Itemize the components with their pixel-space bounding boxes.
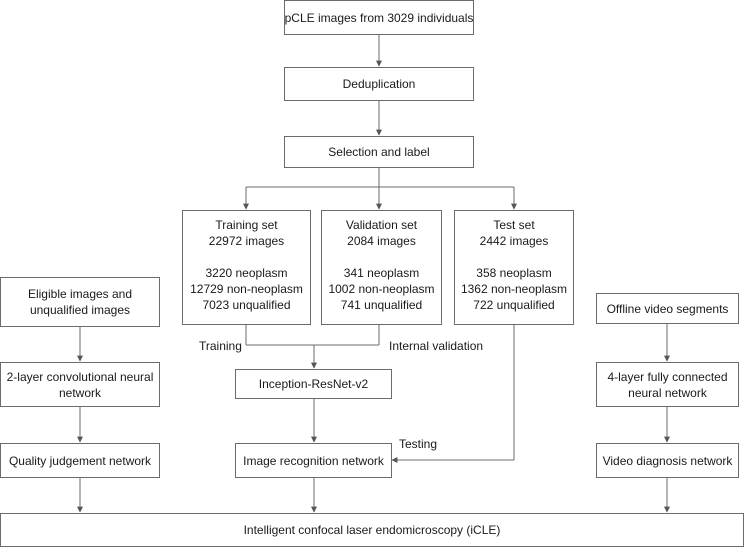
validation-set-count: 2084 images (347, 234, 416, 248)
training-edge-label: Training (199, 339, 242, 353)
offline-video-label: Offline video segments (606, 301, 729, 316)
icle-box: Intelligent confocal laser endomicroscop… (0, 513, 744, 547)
source-images-box: pCLE images from 3029 individuals (284, 0, 474, 35)
training-set-box: Training set 22972 images 3220 neoplasm … (182, 210, 311, 325)
deduplication-label: Deduplication (342, 77, 416, 91)
test-set-non-neoplasm: 1362 non-neoplasm (460, 282, 568, 296)
test-set-count: 2442 images (479, 234, 549, 248)
validation-set-neoplasm: 341 neoplasm (343, 266, 420, 280)
eligible-images-box: Eligible images and unqualified images (0, 277, 160, 327)
internal-validation-edge-label: Internal validation (389, 339, 484, 353)
fc-4layer-label-line2: neural network (628, 385, 707, 400)
quality-judgement-box: Quality judgement network (0, 443, 160, 478)
training-set-title: Training set (215, 218, 278, 232)
quality-judgement-label: Quality judgement network (8, 453, 152, 468)
training-set-count: 22972 images (208, 234, 285, 248)
validation-set-box: Validation set 2084 images 341 neoplasm … (321, 210, 442, 325)
test-set-box: Test set 2442 images 358 neoplasm 1362 n… (454, 210, 574, 325)
training-set-neoplasm: 3220 neoplasm (205, 266, 288, 280)
video-diagnosis-box: Video diagnosis network (596, 443, 739, 478)
cnn-2layer-label-line2: network (58, 385, 102, 400)
test-set-unqualified: 722 unqualified (473, 298, 555, 312)
video-diagnosis-label: Video diagnosis network (602, 453, 733, 468)
inception-resnet-label: Inception-ResNet-v2 (258, 377, 369, 391)
eligible-images-label-line2: unqualified images (29, 303, 131, 317)
deduplication-box: Deduplication (284, 67, 474, 101)
fc-4layer-label-line1: 4-layer fully connected (607, 369, 728, 384)
selection-label-box: Selection and label (284, 136, 474, 168)
offline-video-box: Offline video segments (596, 293, 739, 324)
selection-label-text: Selection and label (328, 145, 430, 159)
validation-set-title: Validation set (345, 218, 418, 232)
eligible-images-label-line1: Eligible images and (27, 287, 133, 301)
image-recognition-label: Image recognition network (243, 453, 384, 468)
inception-resnet-box: Inception-ResNet-v2 (235, 369, 392, 399)
test-set-neoplasm: 358 neoplasm (476, 266, 552, 280)
fc-4layer-box: 4-layer fully connected neural network (596, 362, 739, 407)
validation-set-unqualified: 741 unqualified (340, 298, 423, 312)
validation-set-non-neoplasm: 1002 non-neoplasm (328, 282, 435, 296)
testing-edge-label: Testing (399, 437, 438, 451)
source-images-label: pCLE images from 3029 individuals (284, 10, 474, 25)
cnn-2layer-label-line1: 2-layer convolutional neural (6, 369, 154, 384)
icle-label: Intelligent confocal laser endomicroscop… (243, 523, 501, 537)
training-set-non-neoplasm: 12729 non-neoplasm (190, 282, 303, 296)
training-set-unqualified: 7023 unqualified (202, 298, 291, 312)
cnn-2layer-box: 2-layer convolutional neural network (0, 362, 160, 407)
test-set-title: Test set (493, 218, 535, 232)
image-recognition-box: Image recognition network (235, 443, 392, 478)
